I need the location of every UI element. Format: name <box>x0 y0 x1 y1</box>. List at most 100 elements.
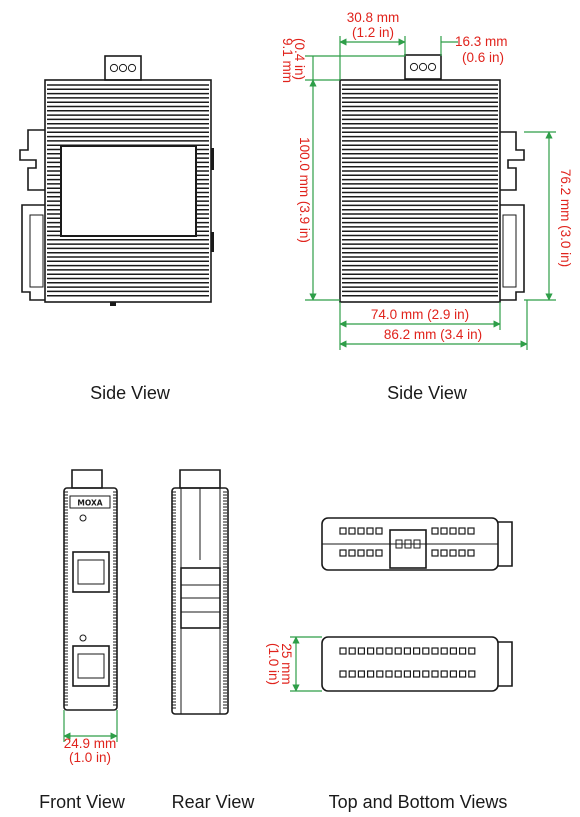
vent-slot <box>431 670 439 678</box>
terminal-top <box>179 469 221 489</box>
rj45-socket <box>77 653 105 679</box>
vent-slot <box>440 549 448 557</box>
device-front <box>63 487 118 711</box>
vent-slot <box>431 647 439 655</box>
vent-slot <box>422 670 430 678</box>
caption-side-view: Side View <box>387 383 468 403</box>
vent-slot <box>367 647 375 655</box>
din-clip <box>500 131 525 191</box>
terminal-pin <box>395 539 403 549</box>
dim-text: (1.0 in) <box>69 750 111 765</box>
dim-text: (1.0 in) <box>266 643 281 685</box>
vent-slot <box>357 549 365 557</box>
front-ridges <box>64 491 117 706</box>
front-view: MOXA 24.9 mm (1.0 in) <box>63 469 118 765</box>
device-body <box>44 79 212 303</box>
terminal-screw <box>427 62 437 72</box>
terminal-pin <box>404 539 412 549</box>
device-body <box>339 79 501 303</box>
bottom-view: 25 mm (1.0 in) <box>266 636 513 692</box>
din-clip <box>19 129 45 191</box>
rear-ridges <box>172 491 227 709</box>
vent-slot <box>376 670 384 678</box>
din-rail-slot <box>502 214 517 288</box>
vent-slot <box>357 670 365 678</box>
vent-slot <box>459 670 467 678</box>
led-indicator <box>79 514 87 522</box>
device-bottom <box>321 636 499 692</box>
vent-slot <box>367 670 375 678</box>
vent-slot <box>440 670 448 678</box>
vent-slot <box>449 647 457 655</box>
vent-slot <box>413 670 421 678</box>
vent-slot <box>440 647 448 655</box>
vent-slot <box>413 647 421 655</box>
terminal-screw <box>109 63 119 73</box>
vent-slot <box>375 527 383 535</box>
vent-slot <box>449 549 457 557</box>
vent-slot <box>468 647 476 655</box>
rj45-socket <box>77 559 105 585</box>
dim-text: 86.2 mm (3.4 in) <box>384 327 482 342</box>
dim-text: 76.2 mm (3.0 in) <box>558 169 573 267</box>
dim-text: 74.0 mm (2.9 in) <box>371 307 469 322</box>
terminal-screw <box>127 63 137 73</box>
din-rail-bracket <box>21 204 45 301</box>
vent-slot <box>467 527 475 535</box>
terminal-pin <box>413 539 421 549</box>
vent-slot <box>459 647 467 655</box>
terminal-screw <box>418 62 428 72</box>
vent-slots <box>339 527 475 557</box>
vent-slot <box>440 527 448 535</box>
heat-sink-fins <box>342 84 498 297</box>
side-bump <box>211 148 214 170</box>
caption-rear-view: Rear View <box>172 792 256 812</box>
vent-slot <box>422 647 430 655</box>
vent-slot <box>385 670 393 678</box>
left-side-view <box>19 55 214 306</box>
vent-slot <box>468 670 476 678</box>
dim-text: 25 mm <box>279 643 294 684</box>
vent-slot <box>348 527 356 535</box>
caption-front-view: Front View <box>39 792 126 812</box>
vent-slot <box>366 527 374 535</box>
dim-text: (1.2 in) <box>352 25 394 40</box>
din-rail-slot <box>29 214 44 288</box>
vent-slot <box>366 549 374 557</box>
terminal-top <box>71 469 103 489</box>
vent-slot <box>394 670 402 678</box>
right-side-view: 30.8 mm (1.2 in) 16.3 mm (0.6 in) 9.1 mm… <box>280 10 573 350</box>
vent-slot <box>385 647 393 655</box>
vent-slot <box>339 527 347 535</box>
vent-slot <box>375 549 383 557</box>
caption-side-view: Side View <box>90 383 171 403</box>
bottom-tab <box>110 302 116 306</box>
vent-slot <box>339 670 347 678</box>
terminal-side <box>498 641 513 687</box>
vent-slot <box>403 670 411 678</box>
vent-slot <box>348 647 356 655</box>
vent-slot <box>403 647 411 655</box>
vent-slot <box>449 527 457 535</box>
dim-text: 100.0 mm (3.9 in) <box>297 137 312 243</box>
vent-slot <box>449 670 457 678</box>
label-plate <box>60 145 197 237</box>
brand-plate <box>69 495 111 509</box>
vent-slot <box>376 647 384 655</box>
vent-slot <box>357 647 365 655</box>
vent-slot <box>394 647 402 655</box>
vent-slot <box>458 549 466 557</box>
rj45-port <box>72 551 110 593</box>
vent-slot <box>339 647 347 655</box>
vent-slot <box>431 527 439 535</box>
vent-slots <box>339 647 476 678</box>
side-bump <box>211 232 214 252</box>
dim-text: 9.1 mm <box>280 38 295 83</box>
vent-slot <box>348 670 356 678</box>
terminal-screw <box>409 62 419 72</box>
vent-slot <box>339 549 347 557</box>
rj45-port <box>72 645 110 687</box>
dim-text: (0.6 in) <box>462 50 504 65</box>
brand-logo: MOXA <box>77 499 102 508</box>
